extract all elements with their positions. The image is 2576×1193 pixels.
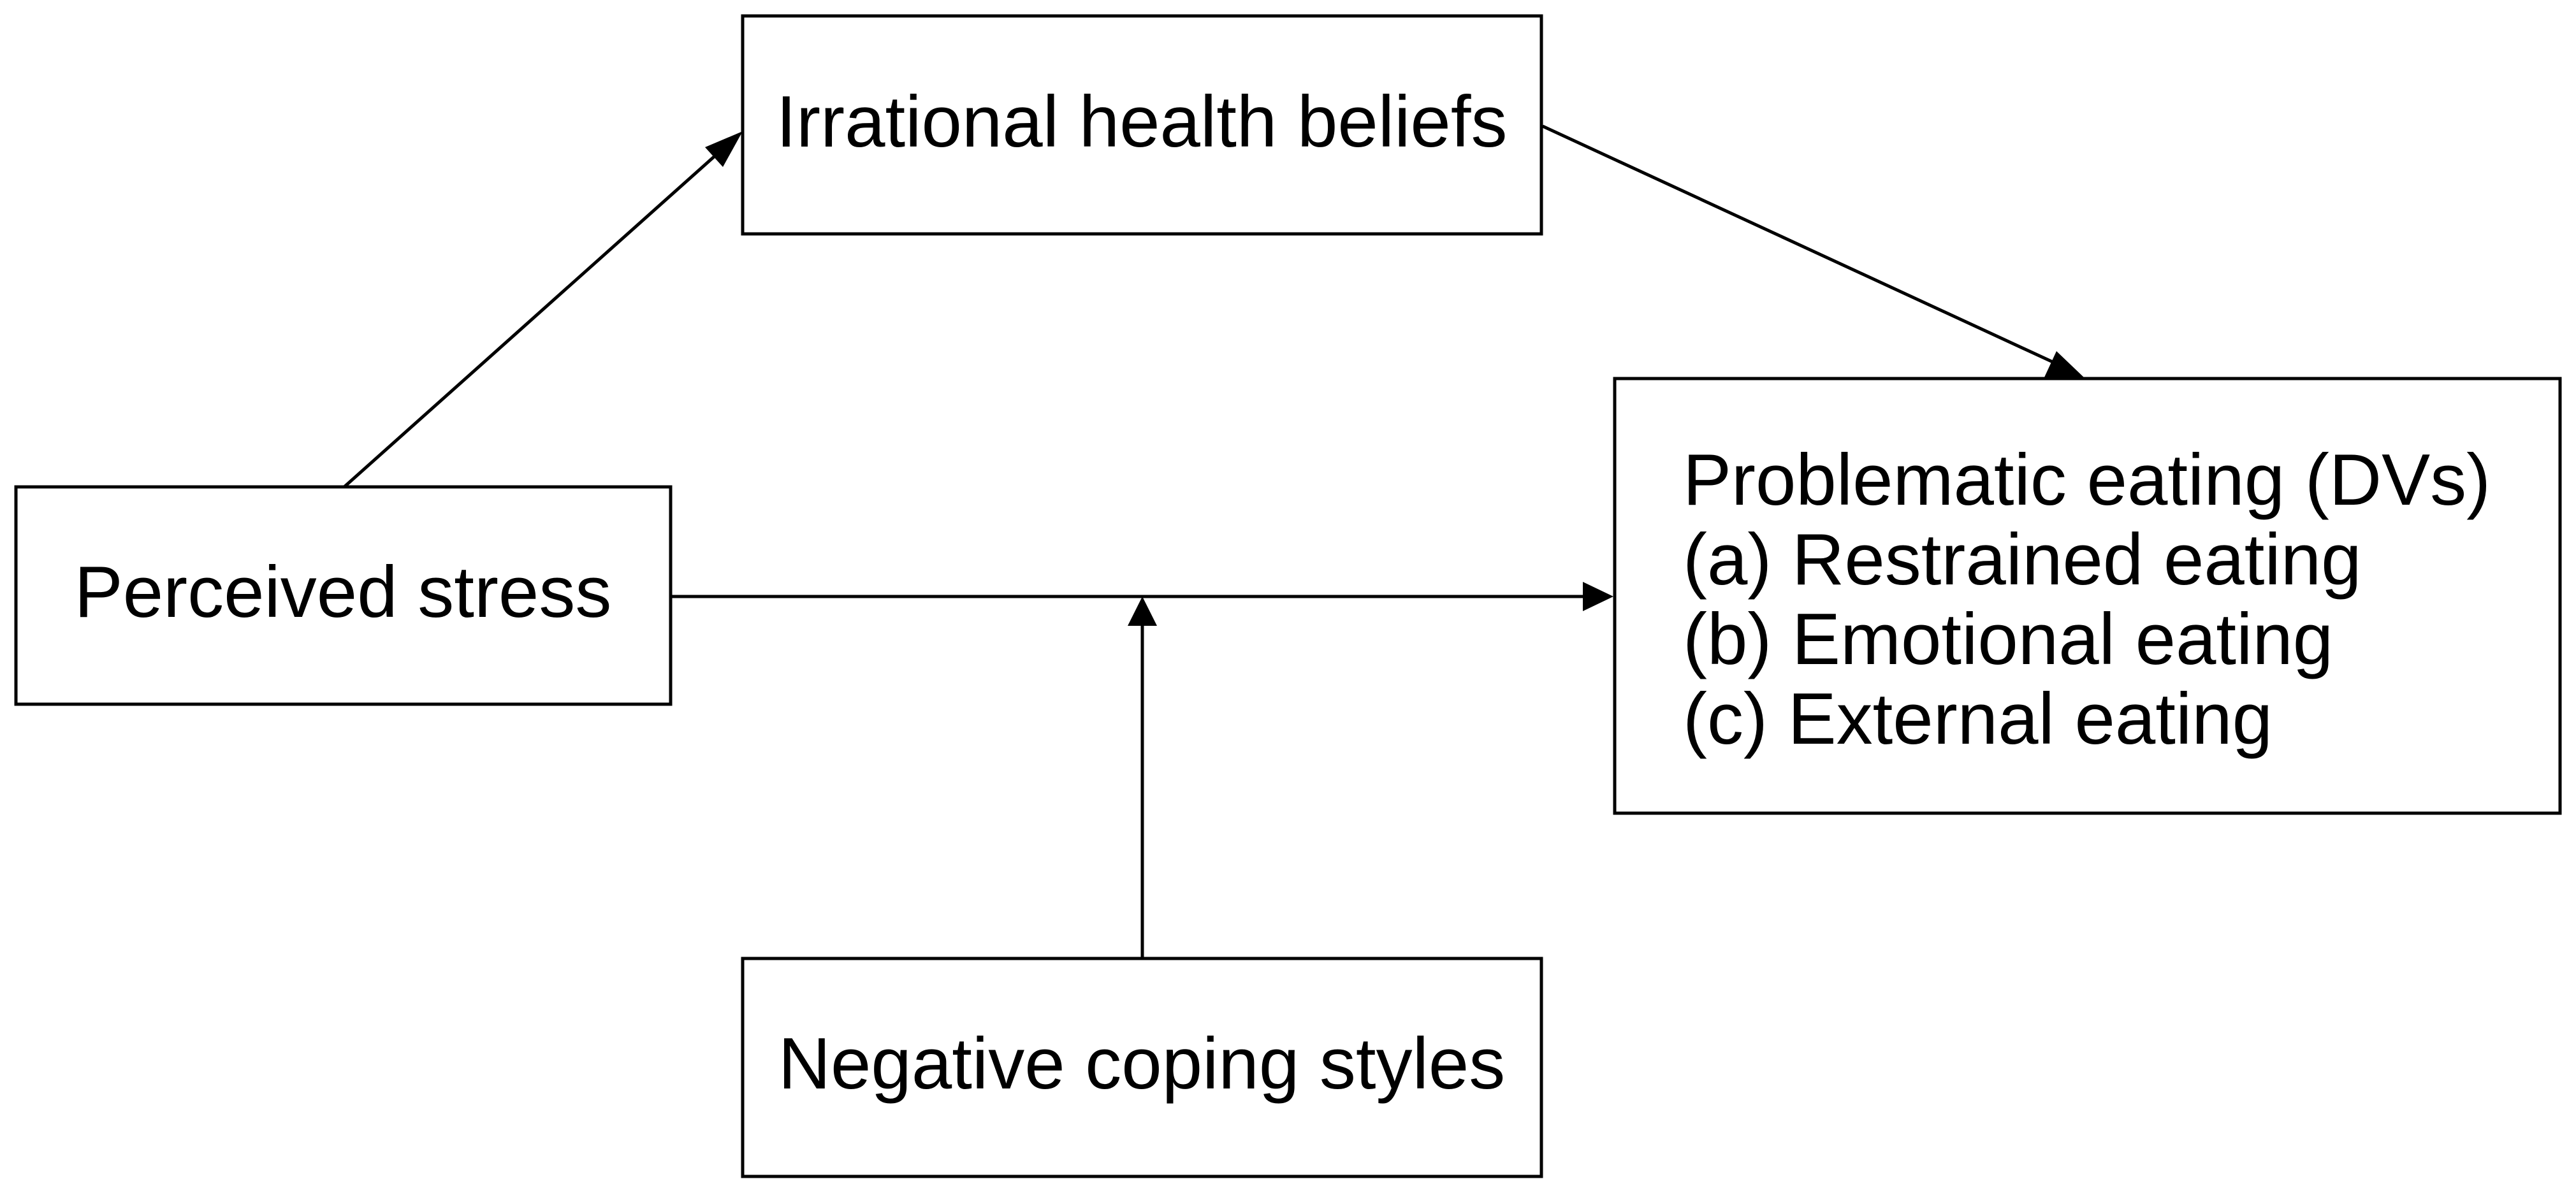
edges [343, 124, 2085, 957]
node-problematic-eating: Problematic eating (DVs) (a) Restrained … [1613, 377, 2562, 815]
box-problematic-eating [1613, 377, 2562, 815]
label-perceived-stress: Perceived stress [75, 552, 612, 633]
edge-beliefs-to-eating [1541, 124, 2061, 367]
box-irrational-health-beliefs [741, 14, 1543, 236]
node-irrational-health-beliefs: Irrational health beliefs [741, 14, 1543, 236]
label-negative-coping-styles: Negative coping styles [778, 1023, 1506, 1104]
arrowhead-moderation [1128, 596, 1157, 626]
arrowhead-eating-top [2044, 351, 2085, 379]
label-external-eating: (c) External eating [1683, 679, 2273, 760]
arrowhead-beliefs [705, 131, 743, 167]
label-restrained-eating: (a) Restrained eating [1683, 519, 2362, 600]
label-irrational-health-beliefs: Irrational health beliefs [776, 82, 1507, 163]
label-emotional-eating: (b) Emotional eating [1683, 599, 2333, 680]
node-negative-coping-styles: Negative coping styles [741, 957, 1543, 1178]
arrowhead-eating-left [1583, 582, 1613, 611]
box-perceived-stress [14, 485, 673, 706]
edge-stress-to-beliefs [343, 155, 715, 488]
node-perceived-stress: Perceived stress [14, 485, 673, 706]
label-problematic-eating-title: Problematic eating (DVs) [1683, 440, 2491, 521]
box-negative-coping-styles [741, 957, 1543, 1178]
